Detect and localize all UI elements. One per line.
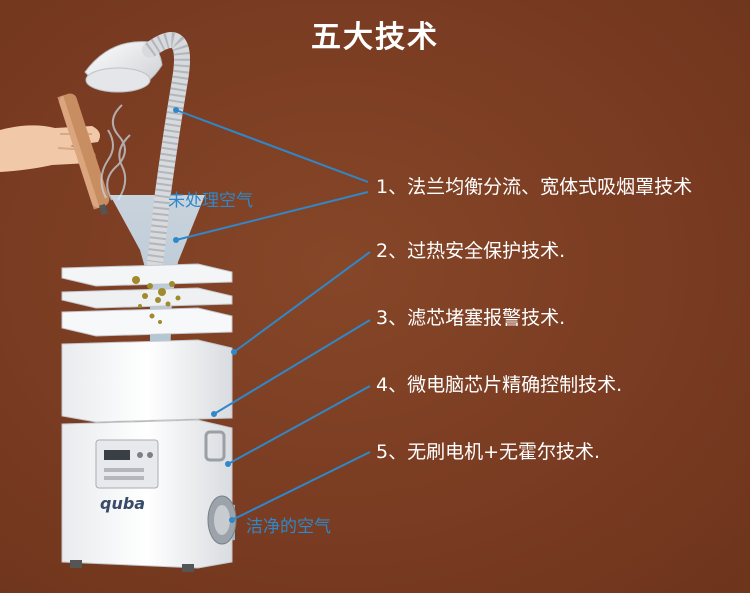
pointer-lines — [175, 109, 371, 521]
clean-air-label: 洁净的空气 — [246, 517, 331, 537]
smoke — [100, 104, 131, 201]
feature-1: 1、法兰均衡分流、宽体式吸烟罩技术 — [376, 176, 693, 198]
hand-with-soldering-iron — [0, 93, 110, 216]
filter-stack — [61, 263, 233, 337]
feature-2: 2、过热安全保护技术. — [376, 240, 566, 262]
brand-logo: quba — [100, 494, 146, 513]
page-title: 五大技术 — [311, 20, 439, 55]
main-cabinet — [61, 419, 237, 572]
dust-particles — [132, 276, 181, 324]
filter-housing — [61, 339, 233, 423]
feature-3: 3、滤芯堵塞报警技术. — [376, 307, 566, 329]
feature-5: 5、无刷电机+无霍尔技术. — [376, 441, 601, 463]
feature-4: 4、微电脑芯片精确控制技术. — [376, 374, 623, 396]
suction-hood — [84, 41, 163, 93]
pointer-dots — [173, 107, 237, 523]
dirty-air-label: 未处理空气 — [168, 191, 253, 211]
